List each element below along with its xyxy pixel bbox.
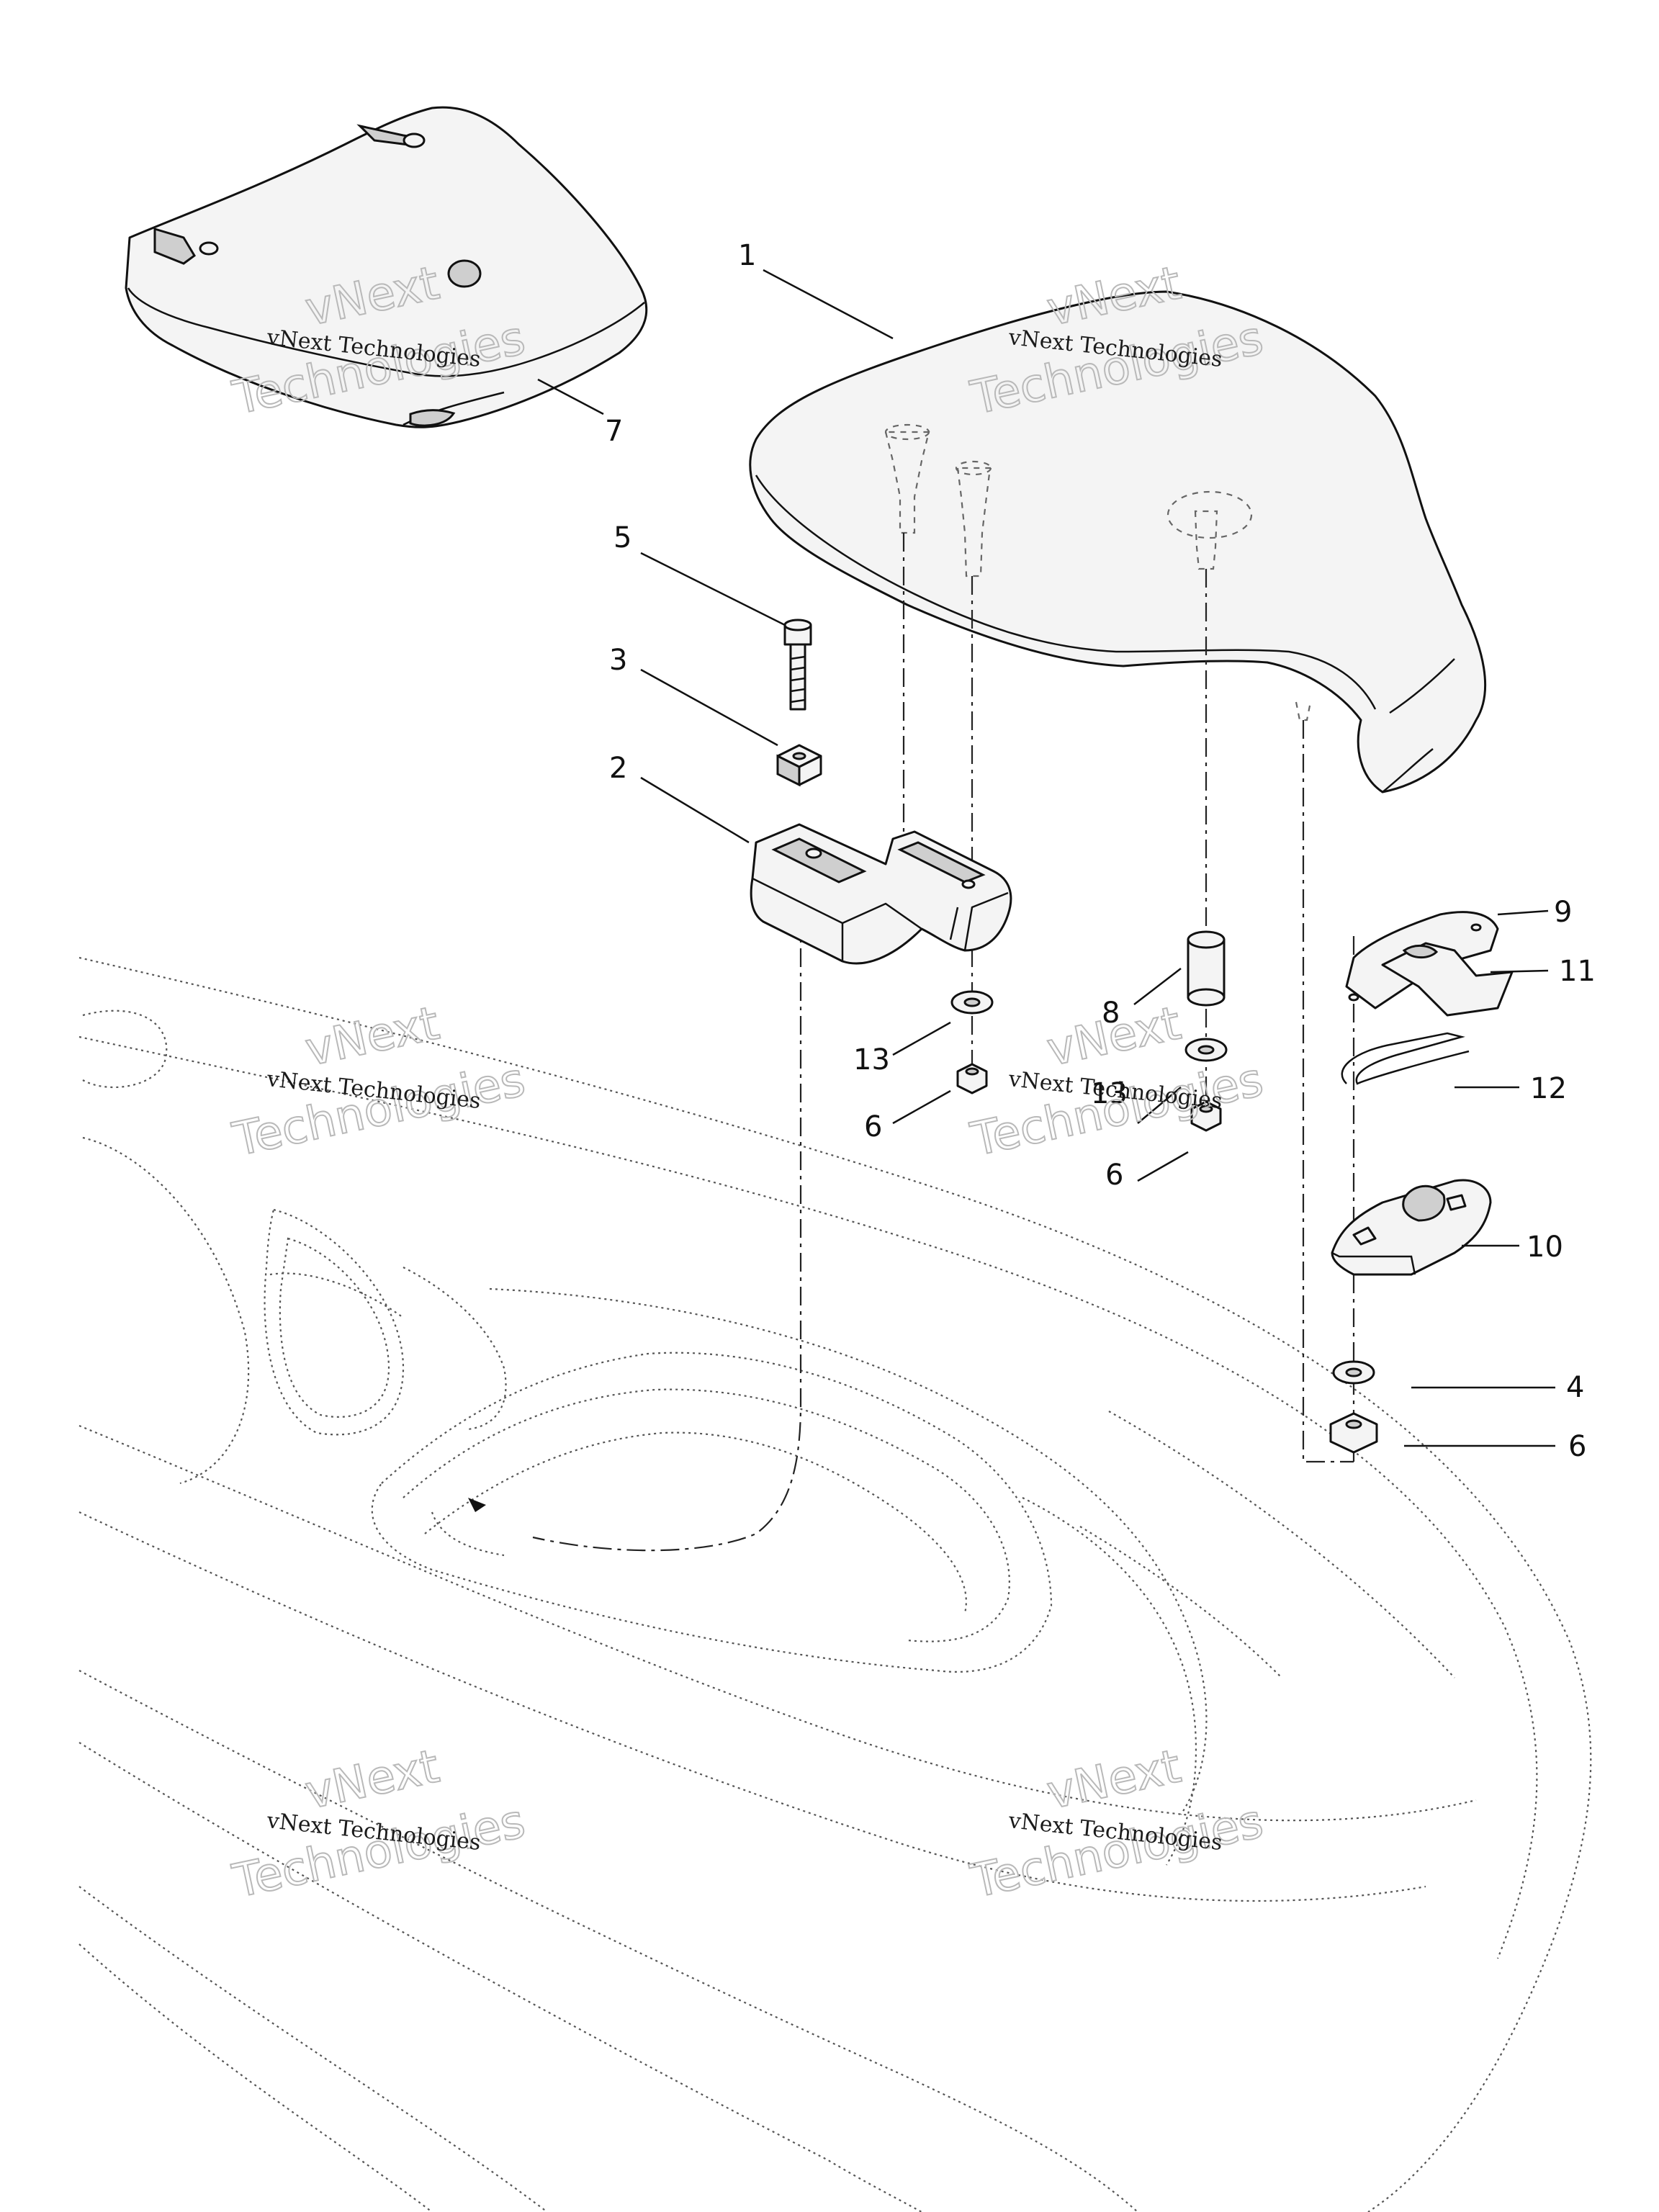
watermark-bottom-right: vNext Technologies vNext Technologies xyxy=(966,1739,1269,1909)
watermark-bottom-left: vNext Technologies vNext Technologies xyxy=(228,1739,531,1909)
part-12-pin xyxy=(1341,1032,1470,1085)
hull-outline xyxy=(78,956,1592,2212)
part-7-cover xyxy=(125,106,648,428)
part-3-nut xyxy=(776,744,822,787)
callout-6-bottom: 6 xyxy=(1568,1430,1586,1463)
callout-3: 3 xyxy=(609,644,627,677)
callout-13-right: 13 xyxy=(1091,1077,1128,1110)
part-6-nut-right xyxy=(1190,1100,1222,1132)
part-6-nut-left xyxy=(956,1063,988,1094)
callout-1: 1 xyxy=(738,239,756,272)
callout-12: 12 xyxy=(1530,1072,1567,1105)
callout-13-left: 13 xyxy=(853,1043,890,1076)
callout-2: 2 xyxy=(609,752,627,785)
callout-9: 9 xyxy=(1554,896,1572,929)
callout-6-right: 6 xyxy=(1105,1159,1123,1192)
callout-6-left: 6 xyxy=(864,1110,882,1143)
callout-10: 10 xyxy=(1527,1231,1563,1264)
callout-11: 11 xyxy=(1559,955,1596,988)
watermark-word: vNext xyxy=(301,1740,444,1820)
callout-8: 8 xyxy=(1102,997,1120,1030)
watermark-word: vNext xyxy=(301,997,444,1076)
leader-lines xyxy=(537,269,1555,1447)
seat-inserts xyxy=(884,423,1312,721)
callout-numbers: 1 7 5 3 2 13 6 8 13 6 9 11 12 10 4 6 xyxy=(605,239,1596,1463)
part-8-spacer xyxy=(1187,930,1226,1007)
callout-7: 7 xyxy=(605,415,623,448)
part-1-seat xyxy=(749,290,1487,793)
watermark-mid-left: vNext Technologies vNext Technologies xyxy=(228,996,531,1167)
callout-4: 4 xyxy=(1566,1371,1584,1404)
part-6-nut-bottom xyxy=(1329,1412,1378,1454)
callout-5: 5 xyxy=(613,521,631,554)
watermark-word: vNext xyxy=(1043,1740,1185,1820)
part-13-washer-right xyxy=(1184,1038,1228,1062)
assembly-center-lines xyxy=(468,533,1355,1552)
part-5-bolt xyxy=(783,619,812,711)
part-2-bracket xyxy=(750,823,1012,965)
part-10-latch xyxy=(1331,1179,1492,1276)
part-4-washer xyxy=(1332,1360,1375,1385)
watermark-mid-right: vNext Technologies vNext Technologies xyxy=(966,996,1269,1167)
part-13-washer-left xyxy=(950,990,994,1015)
